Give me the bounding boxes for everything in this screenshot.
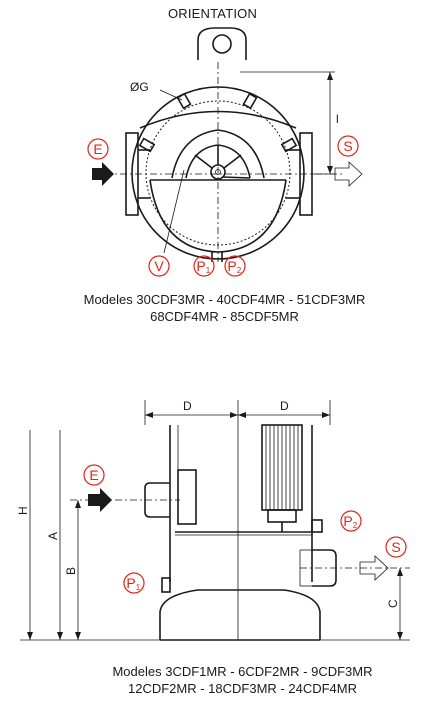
svg-text:1: 1 [136,583,141,592]
caption-line: 68CDF4MR - 85CDF5MR [150,309,299,324]
port-p1-marker-side: P 1 [123,572,145,594]
port-p2-marker-side: P 2 [340,510,362,532]
dimension-d-right-label: D [280,399,289,413]
top-view-drawing [92,27,363,262]
svg-text:E: E [93,141,102,157]
dimension-b-label: B [64,567,78,575]
dimension-a-label: A [46,532,60,540]
dimension-d-left-label: D [183,399,192,413]
svg-text:S: S [391,539,400,555]
top-view-caption: Modeles 30CDF3MR - 40CDF4MR - 51CDF3MR 6… [12,291,425,325]
side-view-drawing [20,400,410,641]
svg-text:P: P [227,258,236,274]
svg-text:2: 2 [237,266,242,275]
svg-text:P: P [196,258,205,274]
valve-marker: V [148,255,170,277]
inlet-marker-top: E [87,138,109,160]
caption-line: 12CDF2MR - 18CDF3MR - 24CDF4MR [128,681,357,696]
port-p1-marker-top: P 1 [193,255,215,277]
port-p2-marker-top: P 2 [224,255,246,277]
diameter-g-label: ØG [130,80,149,94]
page-title: ORIENTATION [167,6,258,21]
outlet-marker-top: S [337,135,359,157]
svg-text:P: P [126,575,135,591]
svg-text:2: 2 [353,521,358,530]
bolt-icon [138,92,298,153]
caption-line: Modeles 3CDF1MR - 6CDF2MR - 9CDF3MR [112,664,373,679]
svg-text:E: E [89,467,98,483]
dimension-h-label: H [16,506,30,515]
svg-text:V: V [154,258,164,274]
svg-text:P: P [343,513,352,529]
caption-line: Modeles 30CDF3MR - 40CDF4MR - 51CDF3MR [83,292,366,307]
outlet-marker-side: S [385,536,407,558]
side-view-caption: Modeles 3CDF1MR - 6CDF2MR - 9CDF3MR 12CD… [30,663,425,697]
dimension-c-label: C [386,599,400,608]
svg-text:1: 1 [206,266,211,275]
inlet-marker-side: E [83,464,105,486]
svg-text:S: S [343,138,352,154]
dimension-l-label: l [336,112,339,126]
